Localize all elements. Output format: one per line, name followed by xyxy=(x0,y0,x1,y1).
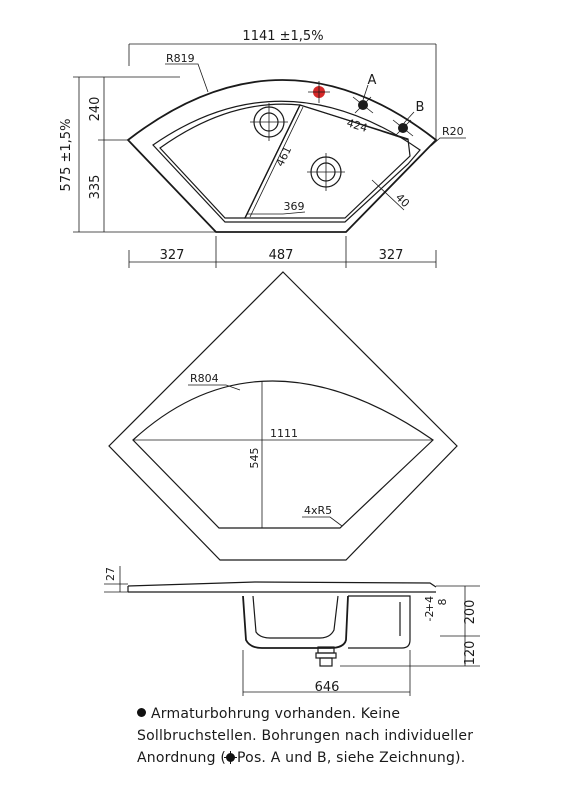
tap-hole-red-icon xyxy=(308,81,330,103)
section-view: 27 200 120 +4 8 -2 646 xyxy=(104,566,480,696)
depth-upper-label: 240 xyxy=(88,97,103,122)
bowl-section xyxy=(242,595,349,649)
rim-tolerance-top: +4 xyxy=(423,596,436,612)
cutout-corner-label: 4xR5 xyxy=(304,504,332,517)
cutout-radius-label: R804 xyxy=(190,372,219,385)
note-text: Armaturbohrung vorhanden. Keine Sollbruc… xyxy=(137,706,474,766)
depth-40-label: 40 xyxy=(393,191,412,210)
waste-fitting-icon xyxy=(315,646,337,667)
tap-hole-a-icon xyxy=(352,96,374,114)
position-b-label: B xyxy=(416,100,425,115)
drainer-section xyxy=(348,595,411,649)
sink-outline xyxy=(126,79,438,233)
width-369-label: 369 xyxy=(284,200,305,213)
drain-right-icon xyxy=(307,153,345,191)
bottom-mid-label: 487 xyxy=(269,248,294,263)
radius-outer-leader xyxy=(165,63,209,93)
overall-depth-label: 575 ±1,5% xyxy=(59,119,74,192)
crosshair-dot-icon xyxy=(224,751,238,764)
rim-tolerance-bottom: -2 xyxy=(423,611,436,622)
total-height-label: 200 xyxy=(463,600,478,625)
sink-inner-edge xyxy=(152,100,421,223)
radius-corner-label: R20 xyxy=(442,125,464,138)
tap-hole-b-icon xyxy=(392,119,414,137)
position-a-label: A xyxy=(368,73,377,88)
bottom-left-label: 327 xyxy=(160,248,185,263)
drainer-area xyxy=(159,103,301,219)
overall-width-label: 1141 ±1,5% xyxy=(242,29,323,44)
filled-dot-icon xyxy=(137,708,146,717)
cutout-width-label: 1111 xyxy=(270,427,298,440)
bottom-right-label: 327 xyxy=(379,248,404,263)
diag-424-label: 424 xyxy=(345,116,369,135)
drain-left-icon xyxy=(250,103,288,141)
depth-lower-label: 335 xyxy=(88,175,103,200)
cutout-view: R804 1111 545 4xR5 xyxy=(108,271,458,561)
radius-outer-label: R819 xyxy=(166,52,195,65)
cutout-radius-leader xyxy=(188,384,241,391)
bowl-width-label: 646 xyxy=(315,680,340,695)
rim-thickness-label: 27 xyxy=(104,567,117,581)
diag-461-label: 461 xyxy=(273,144,294,169)
cutout-corner-leader xyxy=(302,516,343,527)
top-view: 1141 ±1,5% 575 ±1,5% 240 335 xyxy=(59,29,466,268)
cutout-shape xyxy=(132,380,434,529)
cutout-outer-square xyxy=(108,271,458,561)
rim-tolerance-value: 8 xyxy=(436,599,449,606)
cutout-depth-label: 545 xyxy=(248,448,261,469)
waste-height-label: 120 xyxy=(463,641,478,666)
radius-corner-leader xyxy=(430,137,466,147)
